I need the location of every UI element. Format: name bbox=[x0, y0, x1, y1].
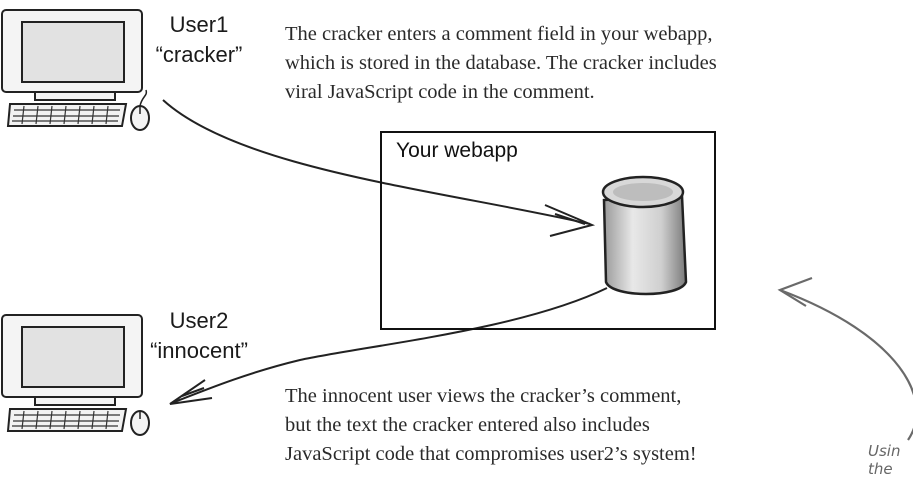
handwritten-note: Usin the bbox=[868, 442, 900, 478]
user1-name: User1 bbox=[169, 12, 229, 37]
handwritten-line-2: the bbox=[868, 460, 893, 478]
user1-alias: “cracker” bbox=[155, 42, 243, 67]
bottom-line-2: but the text the cracker entered also in… bbox=[285, 414, 650, 436]
handwritten-line-1: Usin bbox=[868, 442, 901, 460]
user2-label: User2 “innocent” bbox=[139, 306, 259, 366]
arrow-to-database bbox=[162, 99, 596, 237]
webapp-box: Your webapp bbox=[380, 131, 716, 330]
user2-name: User2 bbox=[169, 308, 229, 333]
bottom-description: The innocent user views the cracker’s co… bbox=[285, 382, 697, 469]
webapp-title: Your webapp bbox=[396, 139, 518, 162]
annotation-arrow bbox=[777, 276, 913, 441]
computer-2-icon bbox=[1, 314, 150, 436]
top-description: The cracker enters a comment field in yo… bbox=[285, 20, 717, 107]
database-icon bbox=[601, 175, 688, 296]
bottom-line-1: The innocent user views the cracker’s co… bbox=[285, 385, 682, 407]
user1-label: User1 “cracker” bbox=[139, 10, 259, 70]
top-line-3: viral JavaScript code in the comment. bbox=[285, 81, 595, 103]
arrow-to-user2 bbox=[169, 287, 608, 405]
bottom-line-3: JavaScript code that compromises user2’s… bbox=[285, 443, 697, 465]
user2-alias: “innocent” bbox=[150, 338, 248, 363]
computer-1-icon bbox=[1, 9, 150, 131]
top-line-1: The cracker enters a comment field in yo… bbox=[285, 23, 713, 45]
top-line-2: which is stored in the database. The cra… bbox=[285, 52, 717, 74]
